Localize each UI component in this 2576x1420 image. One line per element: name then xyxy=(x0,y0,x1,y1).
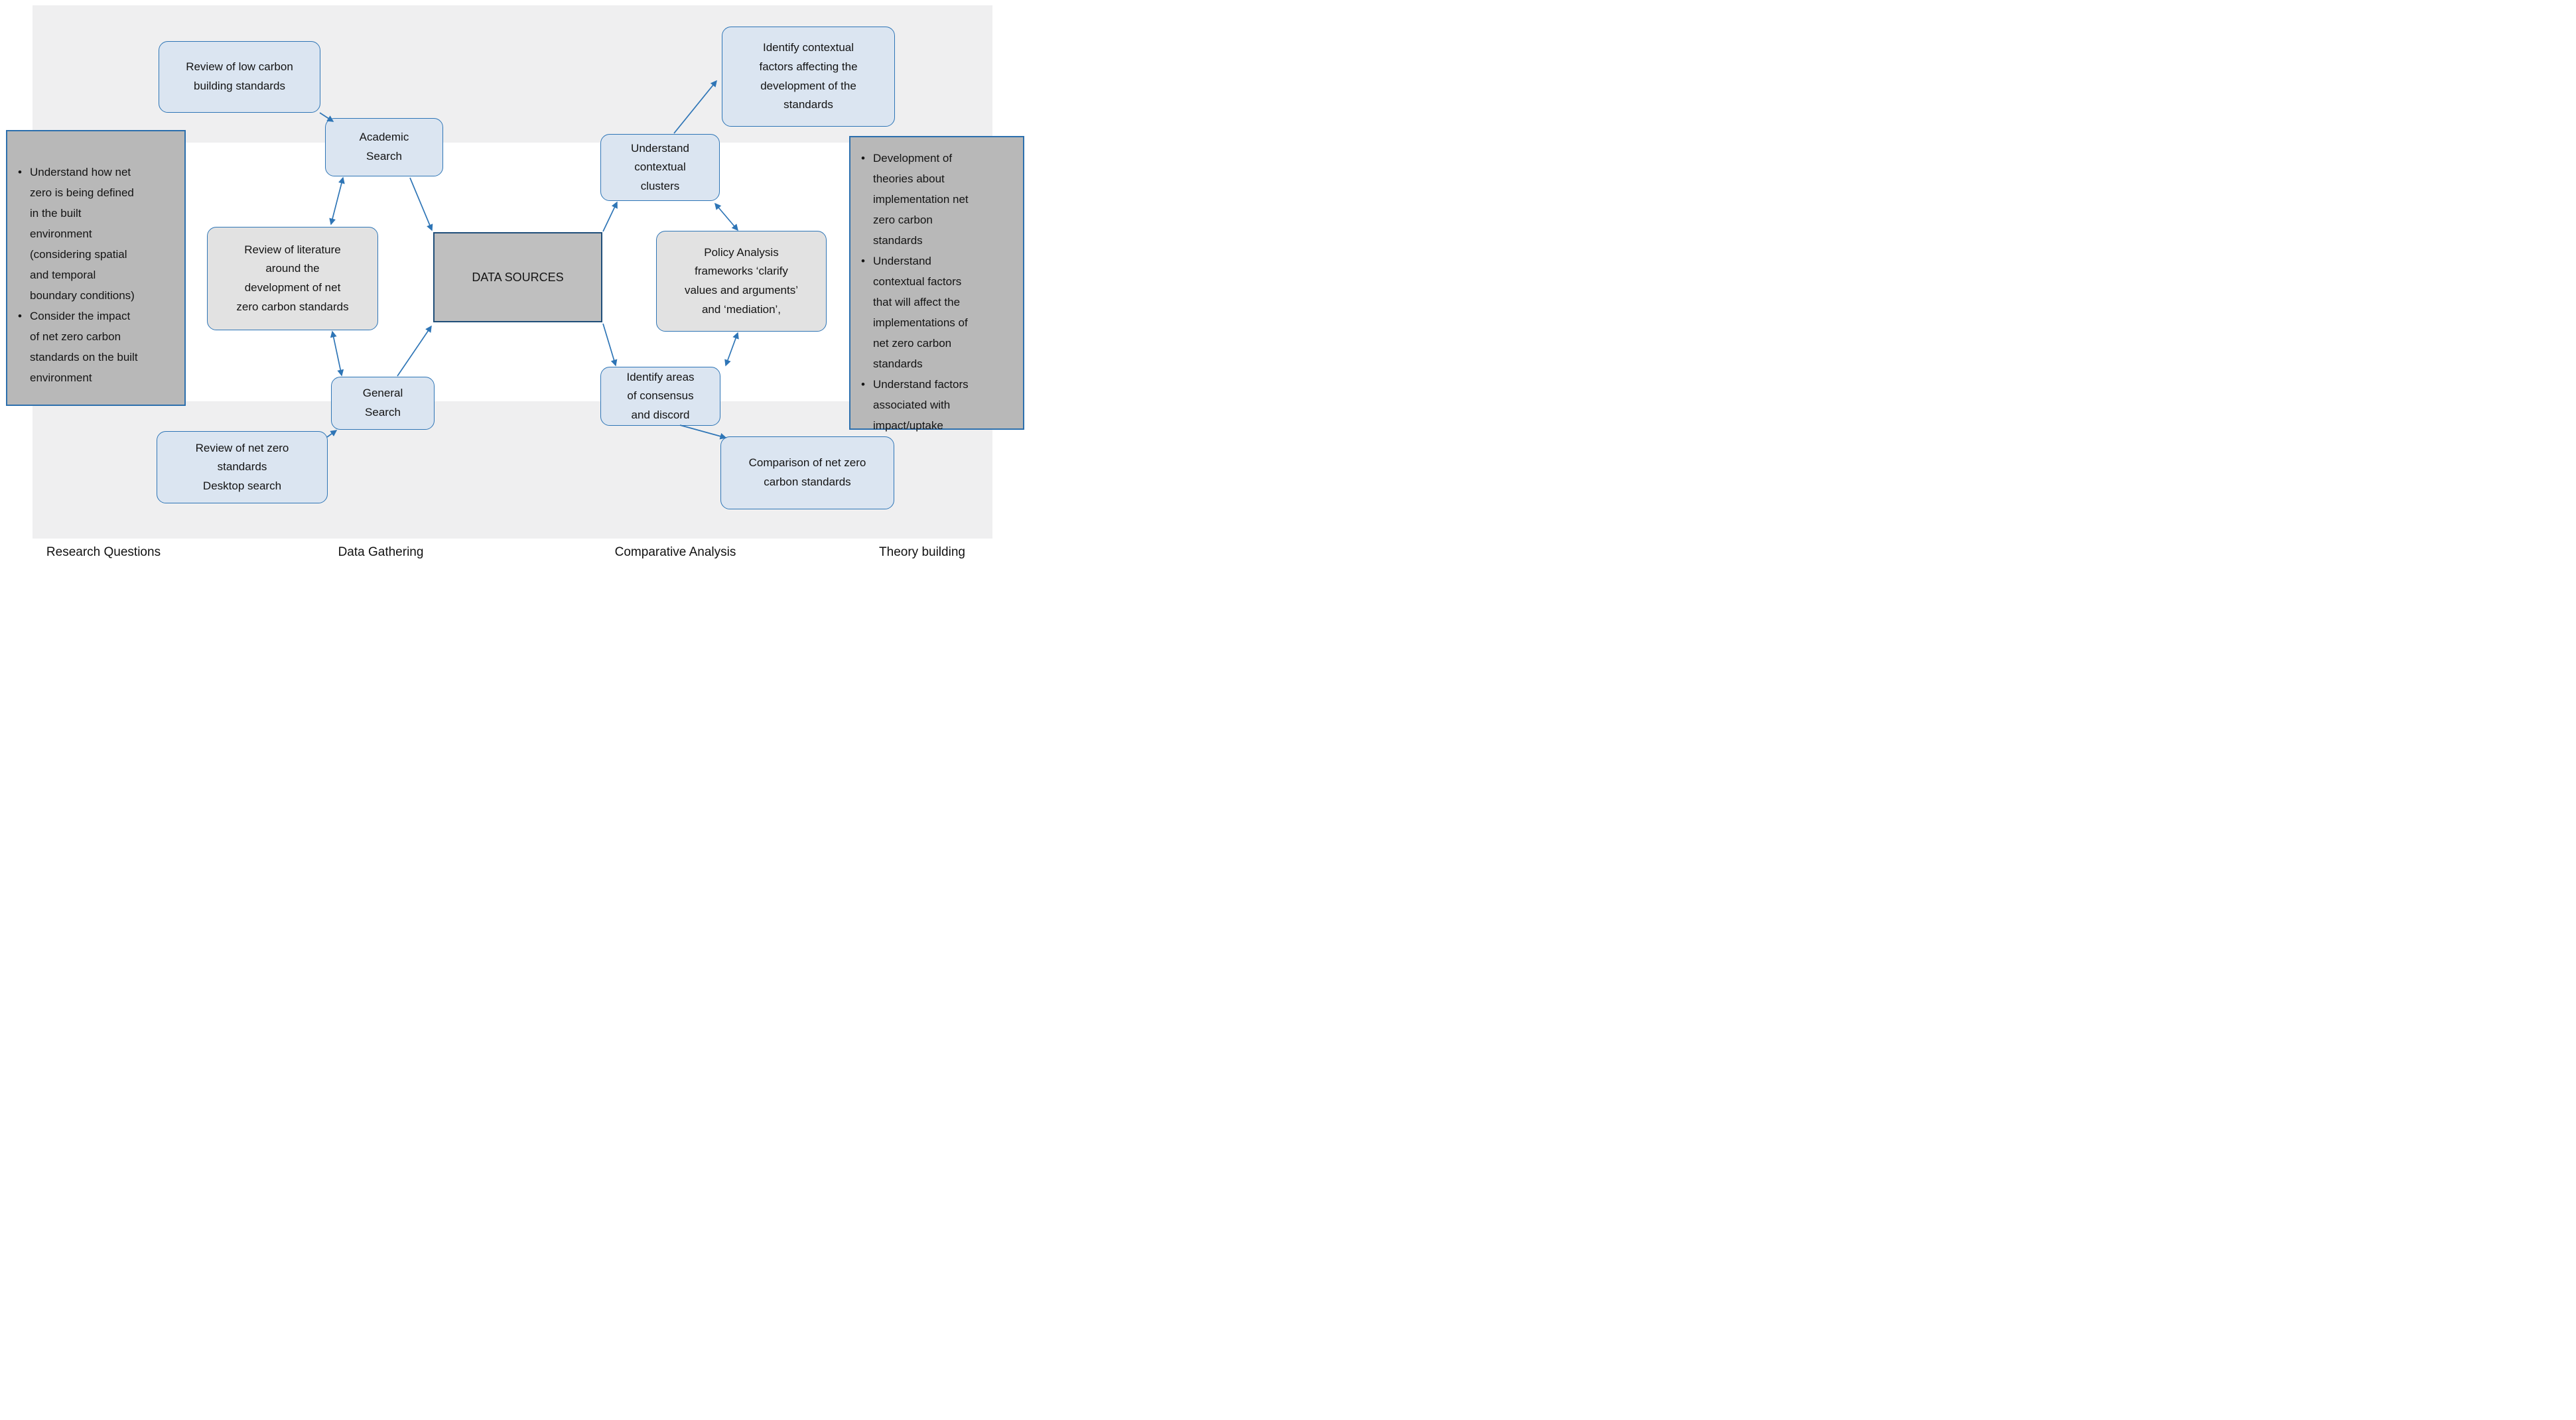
list-item: Consider the impact of net zero carbon s… xyxy=(7,306,184,388)
node-academic-search: Academic Search xyxy=(325,118,443,176)
list-item: Understand how net zero is being defined… xyxy=(7,162,184,306)
lane-label-research-questions: Research Questions xyxy=(46,545,161,559)
theory-building-panel: Development of theories about implementa… xyxy=(849,136,1024,432)
node-identify-contextual-factors: Identify contextual factors affecting th… xyxy=(722,27,895,127)
lane-label-data-gathering: Data Gathering xyxy=(338,545,424,559)
node-review-net-zero: Review of net zero standards Desktop sea… xyxy=(157,431,328,503)
methodology-diagram: Understand how net zero is being defined… xyxy=(0,0,1030,568)
theory-building-list: Development of theories about implementa… xyxy=(850,137,1023,436)
node-review-low-carbon: Review of low carbon building standards xyxy=(159,41,320,113)
node-review-literature: Review of literature around the developm… xyxy=(207,227,378,330)
list-item: Development of theories about implementa… xyxy=(850,148,1023,251)
list-item: Understand factors associated with impac… xyxy=(850,374,1023,436)
research-questions-list: Understand how net zero is being defined… xyxy=(7,131,184,388)
node-policy-analysis: Policy Analysis frameworks ‘clarify valu… xyxy=(656,231,827,332)
lane-label-theory-building: Theory building xyxy=(879,545,965,559)
node-comparison-standards: Comparison of net zero carbon standards xyxy=(720,436,894,509)
lane-label-comparative-analysis: Comparative Analysis xyxy=(614,545,736,559)
node-general-search: General Search xyxy=(331,377,435,430)
node-understand-clusters: Understand contextual clusters xyxy=(600,134,720,201)
research-questions-panel: Understand how net zero is being defined… xyxy=(6,130,186,406)
node-identify-areas: Identify areas of consensus and discord xyxy=(600,367,720,426)
node-data-sources: DATA SOURCES xyxy=(433,232,602,322)
list-item: Understand contextual factors that will … xyxy=(850,251,1023,374)
